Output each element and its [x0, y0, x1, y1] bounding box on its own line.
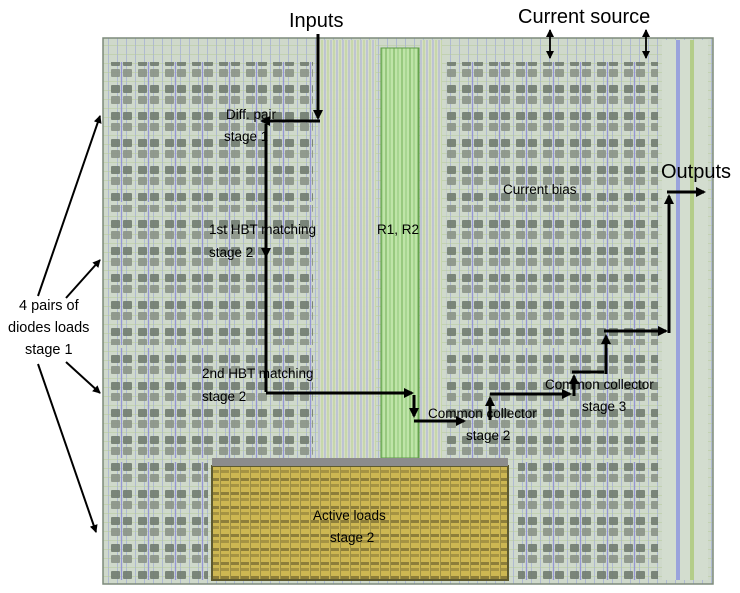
inputs-label: Inputs: [289, 10, 343, 32]
diode-arrow-1: [37, 115, 102, 297]
current-source-label: Current source: [518, 6, 650, 28]
cc2-stage-label: stage 2: [466, 428, 510, 443]
hbt1-stage-label: stage 2: [209, 245, 253, 260]
signal-path: [260, 34, 706, 426]
hbt2-label: 2nd HBT matching: [202, 366, 314, 381]
diode-arrow-4: [37, 363, 98, 533]
diode-arrow-2: [65, 259, 101, 299]
diodes-label-line3: stage 1: [25, 342, 73, 358]
layout-background: [102, 37, 714, 585]
diodes-label-line1: 4 pairs of: [19, 298, 80, 314]
active-loads-stage-label: stage 2: [330, 530, 374, 545]
cc3-label: Common collector: [545, 377, 654, 392]
diodes-label-line2: diodes loads: [8, 320, 89, 336]
hbt1-label: 1st HBT matching: [209, 222, 316, 237]
diode-pointer-arrows: [37, 115, 102, 533]
current-bias-label: Current bias: [503, 182, 577, 197]
cc2-label: Common collector: [428, 406, 537, 421]
outputs-label: Outputs: [661, 161, 731, 183]
active-loads-label: Active loads: [313, 508, 386, 523]
diff-pair-stage-label: stage 1: [224, 129, 268, 144]
block-labels: Inputs Current source Outputs Diff. pair…: [8, 6, 731, 545]
diode-arrow-3: [65, 361, 101, 394]
hbt2-stage-label: stage 2: [202, 389, 246, 404]
resistors-label: R1, R2: [377, 222, 419, 237]
cc3-stage-label: stage 3: [582, 399, 626, 414]
current-source-arrows: [546, 29, 650, 59]
